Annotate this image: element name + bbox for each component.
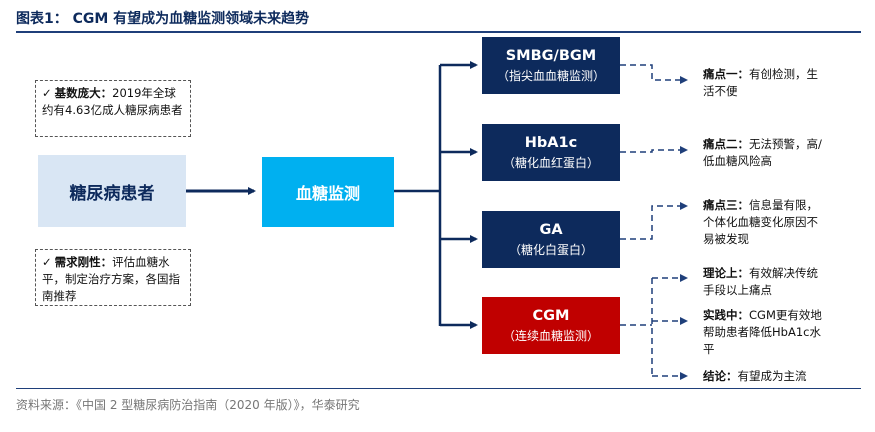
- pain-point-label: 痛点二：: [703, 137, 749, 151]
- cgm-point-label: 结论：: [703, 369, 738, 383]
- arrowhead-practice: [680, 317, 688, 325]
- method-box-cgm: CGM （连续血糖监测）: [482, 297, 620, 354]
- demand-text: 评估血糖水平，制定治疗方案，各国指南推荐: [42, 255, 180, 303]
- method-subtitle: （指尖血血糖监测）: [496, 68, 605, 83]
- pain-point-2: 痛点二：无法预警，高/低血糖风险高: [703, 136, 828, 170]
- arrowhead-pain1: [680, 76, 688, 84]
- dash-hba1c-to-pain2: [620, 149, 680, 153]
- cgm-point-label: 实践中：: [703, 308, 749, 322]
- cgm-point-text: 有望成为主流: [737, 369, 807, 383]
- method-subtitle: （糖化白蛋白）: [508, 242, 593, 257]
- method-box-smbg: SMBG/BGM （指尖血血糖监测）: [482, 37, 620, 94]
- base-size-label: 基数庞大：: [54, 86, 113, 100]
- check-icon: ✓: [42, 86, 52, 100]
- dash-smbg-to-pain1: [620, 64, 680, 81]
- source-note: 资料来源：《中国 2 型糖尿病防治指南（2020 年版）》，华泰研究: [16, 398, 360, 412]
- pain-point-text: 有创检测，生活不便: [703, 67, 818, 98]
- check-icon: ✓: [42, 255, 52, 269]
- bottom-divider: [16, 388, 861, 389]
- glucose-monitoring-box: 血糖监测: [262, 157, 394, 227]
- method-title: GA: [539, 221, 563, 238]
- method-title: SMBG/BGM: [505, 47, 597, 64]
- pain-point-text: 无法预警，高/低血糖风险高: [703, 137, 822, 168]
- method-title: CGM: [532, 307, 570, 324]
- pain-point-1: 痛点一：有创检测，生活不便: [703, 66, 828, 100]
- cgm-point-text: CGM更有效地帮助患者降低HbA1c水平: [703, 308, 822, 356]
- page-title: 图表1： CGM 有望成为血糖监测领域未来趋势: [16, 11, 310, 27]
- demand-note: ✓需求刚性：评估血糖水平，制定治疗方案，各国指南推荐: [35, 249, 191, 306]
- pain-point-3: 痛点三：信息量有限，个体化血糖变化原因不易被发现: [703, 197, 828, 248]
- cgm-point-practice: 实践中：CGM更有效地帮助患者降低HbA1c水平: [703, 307, 828, 358]
- arrowhead-conclusion: [680, 372, 688, 380]
- pain-point-text: 信息量有限，个体化血糖变化原因不易被发现: [703, 198, 818, 246]
- cgm-point-label: 理论上：: [703, 266, 749, 280]
- dash-ga-to-pain3: [620, 205, 680, 240]
- method-subtitle: （糖化血红蛋白）: [502, 155, 599, 170]
- arrowhead-theory: [680, 274, 688, 282]
- pain-point-label: 痛点三：: [703, 198, 749, 212]
- base-size-note: ✓基数庞大：2019年全球约有4.63亿成人糖尿病患者: [35, 80, 191, 137]
- cgm-point-text: 有效解决传统手段以上痛点: [703, 266, 818, 297]
- demand-label: 需求刚性：: [54, 255, 113, 269]
- cgm-point-theory: 理论上：有效解决传统手段以上痛点: [703, 265, 828, 299]
- method-box-ga: GA （糖化白蛋白）: [482, 211, 620, 268]
- arrowhead-pain3: [680, 202, 688, 210]
- method-subtitle: （连续血糖监测）: [502, 328, 599, 343]
- method-box-hba1c: HbA1c （糖化血红蛋白）: [482, 124, 620, 181]
- base-size-text: 2019年全球约有4.63亿成人糖尿病患者: [42, 86, 183, 117]
- pain-point-label: 痛点一：: [703, 67, 749, 81]
- cgm-point-conclusion: 结论：有望成为主流: [703, 368, 828, 385]
- method-title: HbA1c: [524, 134, 578, 151]
- top-divider: [16, 31, 861, 33]
- arrowhead-pain2: [680, 146, 688, 154]
- diabetes-patient-box: 糖尿病患者: [38, 155, 186, 227]
